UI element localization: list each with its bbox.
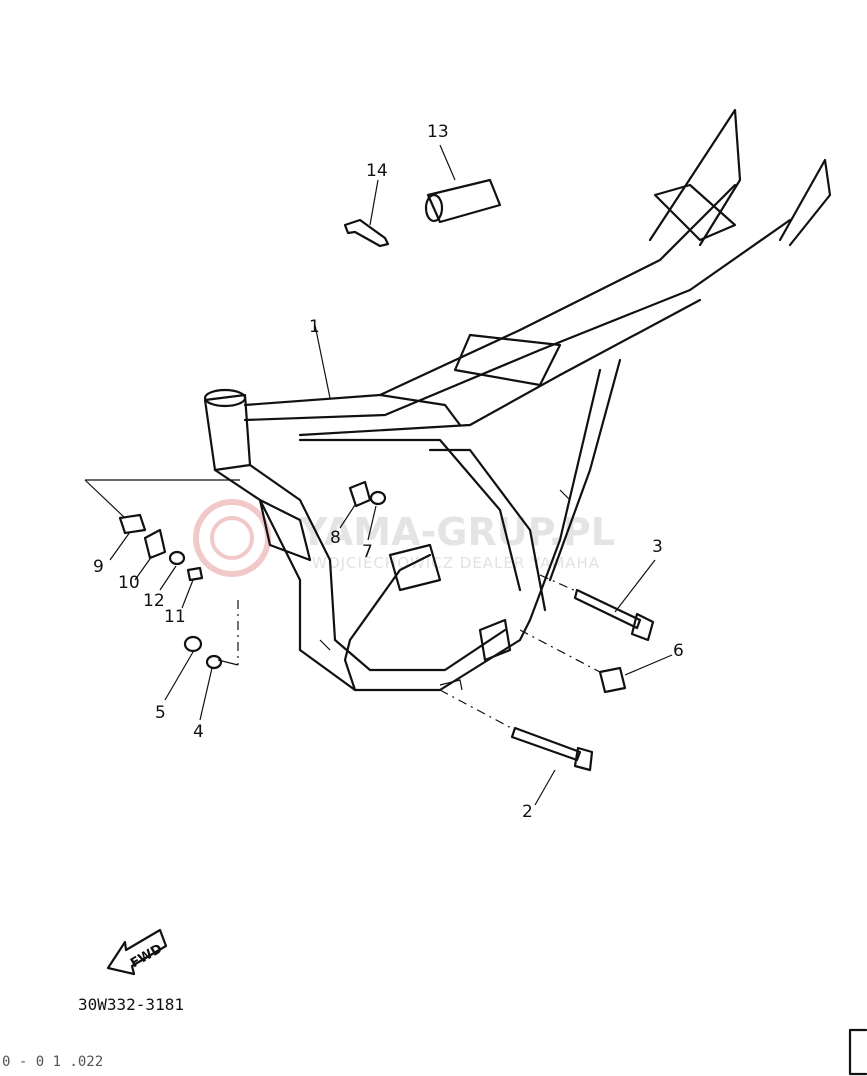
part-9-12-fittings	[84, 479, 240, 609]
part-2-bolt	[439, 689, 594, 806]
part-13-cushion	[424, 144, 502, 224]
part-7-8-collar	[339, 480, 387, 541]
watermark-logo	[193, 499, 271, 577]
fwd-arrow-icon: FWD	[106, 928, 168, 976]
callout-14: 14	[366, 161, 388, 181]
callout-2: 2	[522, 802, 533, 822]
diagram-code: 30W332-3181	[78, 995, 184, 1014]
callout-3: 3	[652, 537, 663, 557]
callout-10: 10	[118, 573, 140, 593]
part-14-band	[343, 179, 390, 248]
callout-11: 11	[164, 607, 186, 627]
watermark-subtitle: WOJCIECHOWICZ DEALER YAMAHA	[312, 554, 600, 572]
part-3-bolt	[539, 559, 656, 642]
callout-labels: 1 2 3 4 5 6 7 8 9 10 11 12 13 14	[93, 122, 684, 822]
callout-8: 8	[330, 528, 341, 548]
callout-7: 7	[362, 542, 373, 562]
callout-4: 4	[193, 722, 204, 742]
main-frame	[203, 108, 832, 692]
callout-1: 1	[309, 317, 320, 337]
callout-5: 5	[155, 703, 166, 723]
callout-9: 9	[93, 557, 104, 577]
corner-bracket	[848, 1028, 867, 1076]
callout-6: 6	[673, 641, 684, 661]
callout-13: 13	[427, 122, 449, 142]
part-4-5-nut-washer	[164, 600, 239, 721]
callout-12: 12	[143, 591, 165, 611]
part-6-collar	[519, 629, 673, 694]
page-marker: 0 - 0 1 .022	[2, 1054, 103, 1070]
